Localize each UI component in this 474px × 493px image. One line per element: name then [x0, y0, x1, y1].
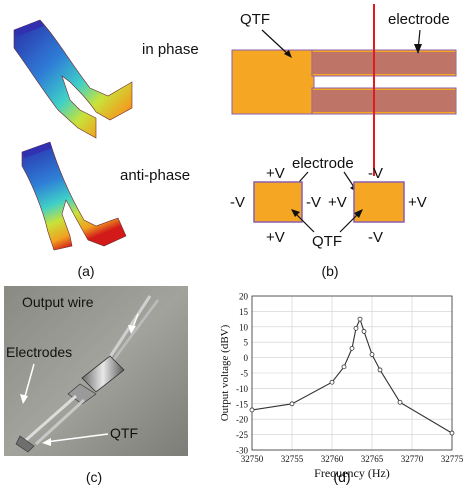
output-wire-arrow-head	[128, 325, 136, 334]
y-tick-label: -15	[236, 399, 248, 409]
y-tick-label: -10	[236, 384, 248, 394]
panel-a: in phase anti-phase (a)	[13, 19, 199, 279]
panel-d-label: (d)	[333, 469, 350, 485]
y-tick-label: 5	[244, 338, 249, 348]
left-bottom-sign: +V	[266, 229, 285, 246]
right-top-sign: -V	[368, 165, 383, 182]
in-phase-fork-shape	[13, 19, 133, 139]
y-tick-label: -20	[236, 415, 248, 425]
electrodes-label: Electrodes	[6, 344, 72, 360]
x-axis-label: Frequency (Hz)	[314, 466, 390, 480]
electrode-pin-1	[25, 394, 77, 442]
qtf-body	[231, 49, 315, 115]
data-point	[449, 430, 455, 436]
data-point	[377, 367, 383, 373]
data-point	[289, 401, 295, 407]
housing-ring	[67, 383, 97, 405]
y-tick-label: 20	[239, 292, 249, 302]
right-right-sign: +V	[408, 194, 427, 211]
electrodes-arrow-head	[20, 394, 28, 404]
x-tick-label: 32760	[321, 454, 344, 464]
electrode-top	[312, 52, 456, 74]
qtf-tip	[15, 435, 35, 453]
electrode-pin-2	[34, 398, 86, 446]
output-wire-label: Output wire	[22, 294, 94, 310]
y-tick-label: -30	[236, 446, 248, 456]
data-point	[341, 364, 347, 370]
y-tick-label: -5	[241, 369, 249, 379]
right-left-sign: +V	[328, 194, 347, 211]
electrode-label-bottom: electrode	[292, 155, 354, 172]
left-left-sign: -V	[230, 194, 245, 211]
data-point	[329, 379, 335, 385]
cs-qtf-arrowhead-left	[291, 209, 300, 217]
left-right-sign: -V	[306, 194, 321, 211]
qtf-arrow-line	[261, 29, 291, 57]
data-point	[353, 325, 359, 331]
series-line	[251, 317, 453, 434]
electrodes-arrow-line	[23, 363, 35, 401]
x-tick-label: 32755	[281, 454, 304, 464]
x-tick-label: 32770	[401, 454, 424, 464]
panel-c-label: (c)	[86, 469, 102, 485]
data-point	[369, 352, 375, 357]
data-point	[349, 345, 355, 351]
cs-qtf-arrow-left	[293, 211, 315, 233]
electrode-bottom	[312, 90, 456, 112]
x-tick-label: 32765	[361, 454, 384, 464]
left-top-sign: +V	[266, 165, 285, 182]
qtf-photo-label: QTF	[110, 425, 138, 441]
anti-phase-fork-shape	[21, 141, 127, 251]
chart-plot-area	[251, 295, 453, 451]
panel-b: QTF electrode electrode +V -V -V +V -V +…	[230, 4, 457, 279]
electrode-arrow-head	[414, 44, 422, 54]
y-tick-label: 10	[239, 322, 249, 332]
panel-a-label: (a)	[77, 263, 94, 279]
wire-2	[110, 299, 160, 363]
sensor-housing	[81, 355, 125, 393]
x-tick-label: 32750	[241, 454, 264, 464]
y-tick-label: 0	[244, 353, 249, 363]
qtf-photo-arrow-head	[42, 438, 51, 446]
anti-phase-fork-base	[22, 142, 52, 158]
anti-phase-label: anti-phase	[120, 167, 190, 184]
fork-in-phase	[13, 19, 133, 139]
panel-b-label: (b)	[321, 263, 338, 279]
data-point	[249, 407, 255, 413]
y-tick-label: -25	[236, 430, 248, 440]
y-axis-label: Output voltage (dBV)	[219, 324, 231, 421]
cs-prong-right	[353, 181, 405, 223]
y-tick-label: 15	[239, 307, 249, 317]
panel-c: Output wire Electrodes QTF (c)	[4, 286, 188, 485]
fork-anti-phase	[21, 141, 127, 251]
qtf-label-bottom: QTF	[312, 233, 342, 250]
right-bottom-sign: -V	[368, 229, 383, 246]
qtf-label: QTF	[240, 11, 270, 28]
chart-grid	[251, 295, 453, 451]
in-phase-label: in phase	[142, 41, 199, 58]
data-point	[361, 329, 367, 334]
data-point	[357, 316, 363, 322]
chart-points	[249, 316, 455, 436]
in-phase-fork-base	[14, 20, 44, 36]
electrode-label-top: electrode	[388, 11, 450, 28]
cs-prong-left	[253, 181, 303, 223]
qtf-arrow-head	[284, 50, 292, 58]
x-tick-label: 32775	[441, 454, 464, 464]
cs-qtf-arrowhead-right	[354, 209, 363, 218]
qtf-photo-arrow-line	[45, 433, 109, 443]
data-point	[397, 399, 403, 405]
